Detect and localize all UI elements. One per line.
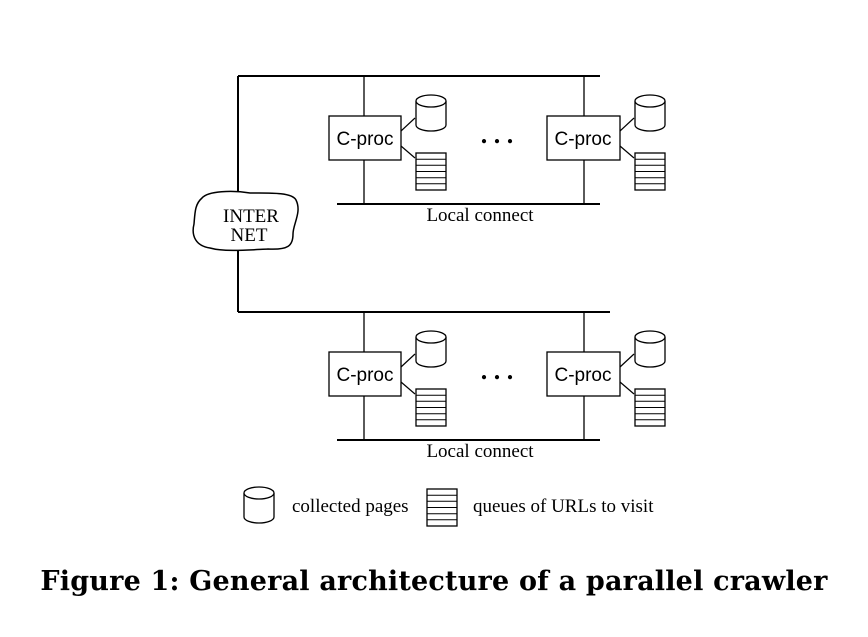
database-icon: [634, 330, 666, 368]
figure-caption: Figure 1: General architecture of a para…: [40, 566, 828, 597]
internet-label-line1: INTER: [223, 206, 279, 227]
database-icon: [243, 486, 275, 524]
crawler-cluster-bottom: C-proc C-proc . . . Local connect: [328, 312, 666, 462]
local-connect-label: Local connect: [426, 441, 534, 462]
database-icon: [415, 94, 447, 132]
url-queue-icon: [634, 388, 666, 427]
internet-cloud: INTER NET: [192, 190, 299, 252]
url-queue-icon: [415, 152, 447, 191]
crawler-process-label: C-proc: [554, 129, 611, 150]
ellipsis: . . .: [481, 356, 514, 385]
legend-queue-label: queues of URLs to visit: [473, 496, 654, 517]
database-icon: [634, 94, 666, 132]
crawler-process-box: [546, 115, 621, 161]
internet-label-line2: NET: [231, 225, 268, 246]
ellipsis: . . .: [481, 120, 514, 149]
legend-pages-label: collected pages: [292, 496, 409, 517]
crawler-process-box: [328, 351, 402, 397]
database-icon: [415, 330, 447, 368]
crawler-process-label: C-proc: [336, 129, 393, 150]
crawler-cluster-top: C-proc C-proc . . . Local connect: [328, 76, 666, 226]
crawler-process-label: C-proc: [336, 365, 393, 386]
url-queue-icon: [634, 152, 666, 191]
legend: collected pages queues of URLs to visit: [243, 486, 654, 527]
crawler-process-label: C-proc: [554, 365, 611, 386]
crawler-process-box: [546, 351, 621, 397]
url-queue-icon: [426, 488, 458, 527]
local-connect-label: Local connect: [426, 205, 534, 226]
crawler-process-box: [328, 115, 402, 161]
url-queue-icon: [415, 388, 447, 427]
